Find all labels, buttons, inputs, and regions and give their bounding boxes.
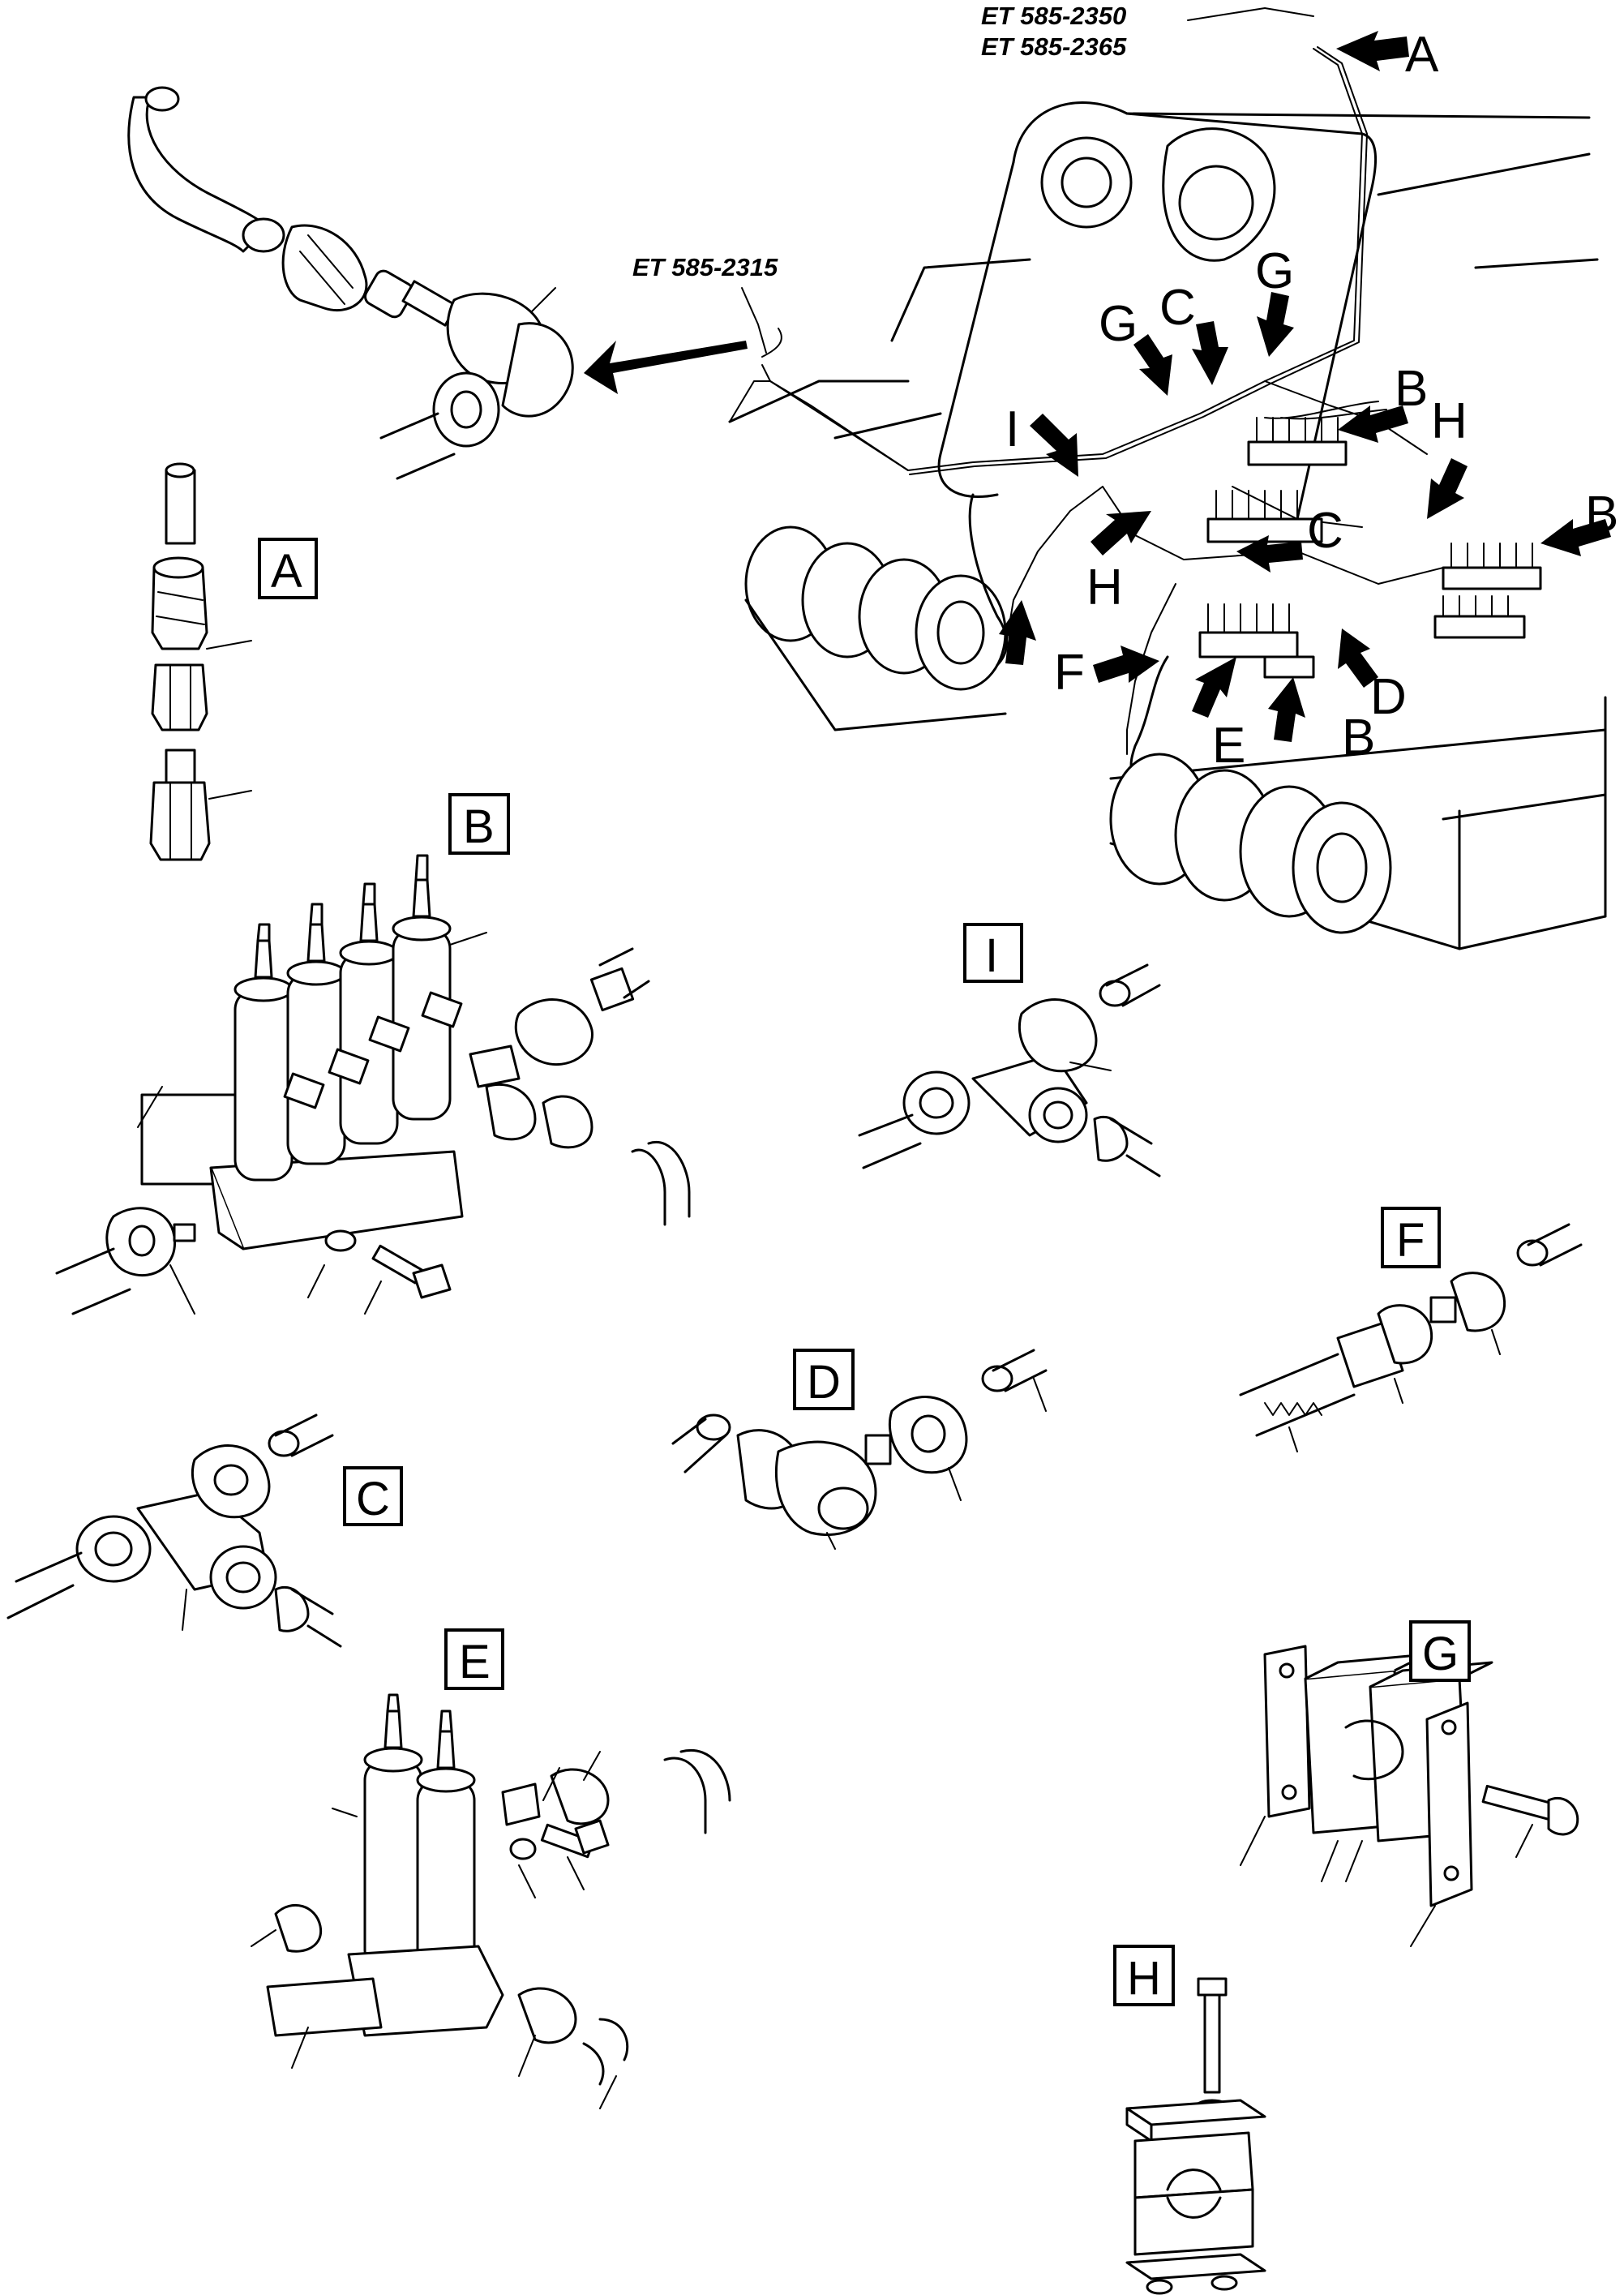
- detail-d-frame: [793, 1349, 855, 1410]
- hose-left: [968, 493, 1009, 667]
- callout-i: I: [1005, 401, 1019, 457]
- callout-h-2: H: [1086, 560, 1123, 616]
- detail-h-frame: [1113, 1945, 1175, 2006]
- detail-a-label: A: [271, 545, 302, 598]
- rollers-left: [744, 525, 1007, 731]
- callout-b-2: B: [1585, 487, 1618, 543]
- detail-h-split-clamp: [1125, 1977, 1266, 2295]
- detail-arrow-left: [584, 341, 748, 394]
- distributor-block-upper: [1247, 401, 1387, 466]
- detail-i-label: I: [985, 929, 998, 982]
- callout-g-2: G: [1099, 296, 1138, 352]
- detail-a-frame: [258, 538, 318, 599]
- reference-et-585-2350: ET 585-2350: [981, 2, 1126, 30]
- detail-d-label: D: [807, 1356, 841, 1409]
- detail-b-distributor: [55, 854, 691, 1315]
- callout-arrows: [999, 31, 1611, 742]
- distributor-block-lower: [1198, 603, 1315, 679]
- detail-box-labels: A B I F C D E G H: [258, 538, 1471, 2006]
- callout-d: D: [1370, 669, 1407, 725]
- detail-g-pipe-clamp: [1240, 1645, 1579, 1947]
- detail-f-label: F: [1396, 1214, 1425, 1267]
- hose-lower: [1129, 655, 1169, 768]
- detail-f-frame: [1381, 1207, 1441, 1268]
- detail-i-frame: [963, 923, 1023, 983]
- detail-h-label: H: [1127, 1952, 1161, 2005]
- callout-g-1: G: [1255, 243, 1294, 299]
- detail-c-label: C: [356, 1473, 390, 1525]
- rollers-lower: [1109, 753, 1392, 934]
- callout-f: F: [1054, 645, 1085, 701]
- reference-labels: ET 585-2350 ET 585-2365 ET 585-2315: [632, 2, 1314, 354]
- detail-e-frame: [444, 1628, 504, 1690]
- reference-et-585-2315: ET 585-2315: [632, 253, 778, 281]
- callout-e: E: [1212, 718, 1245, 774]
- detail-b-label: B: [463, 800, 495, 853]
- detail-g-frame: [1409, 1620, 1471, 1682]
- detail-a-hose-fitting: [149, 462, 252, 861]
- callout-a: A: [1405, 27, 1439, 83]
- metering-cylinders: [234, 854, 452, 1182]
- detail-i-tee-fitting: [858, 963, 1161, 1178]
- hose-elbow-detail: [127, 86, 748, 480]
- callout-b-3: B: [1342, 710, 1375, 766]
- detail-b-frame: [448, 793, 510, 855]
- callout-h-1: H: [1431, 393, 1468, 449]
- boom-assembly-drawing: [728, 46, 1607, 950]
- distributor-block-right: [1433, 543, 1542, 639]
- reference-et-585-2365: ET 585-2365: [981, 32, 1127, 61]
- callout-letters: A G C G B H I B C H F D E B: [1005, 27, 1618, 774]
- detail-g-label: G: [1422, 1628, 1459, 1680]
- callout-c-1: C: [1159, 280, 1196, 336]
- callout-c-2: C: [1307, 503, 1343, 559]
- detail-f-hose-coupling: [1239, 1223, 1583, 1452]
- detail-e-distributor: [251, 1693, 731, 2109]
- detail-c-frame: [343, 1466, 403, 1526]
- detail-c-tee-fitting: [6, 1413, 342, 1648]
- distributor-block-center: [1206, 490, 1323, 543]
- callout-b-1: B: [1395, 361, 1428, 417]
- detail-d-elbow-fitting: [671, 1349, 1048, 1550]
- detail-e-label: E: [459, 1636, 491, 1688]
